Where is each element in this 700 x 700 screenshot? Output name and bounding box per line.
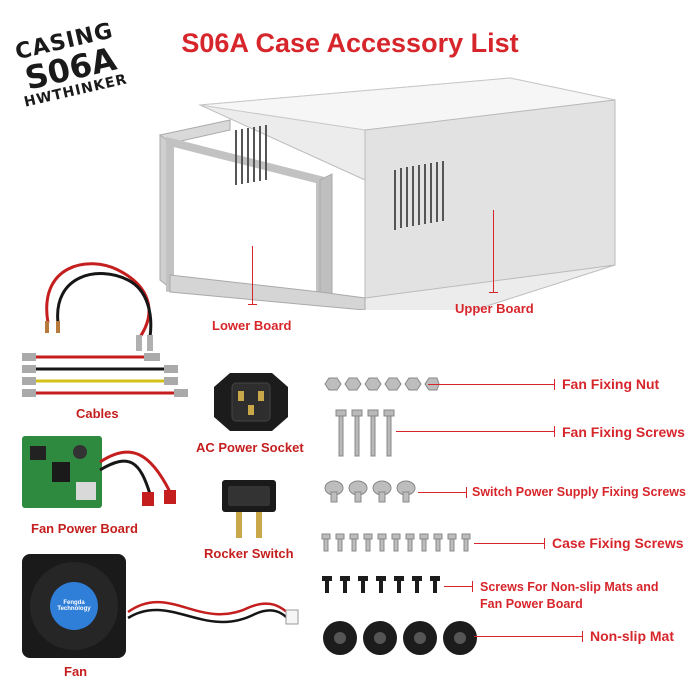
fan-fixing-screws-image [335,409,395,457]
lower-vents [235,125,267,185]
mat-screws-pointer [444,586,472,587]
fan-fixing-screws-pointer [396,431,554,432]
mat-screws-label-line1: Screws For Non-slip Mats and [480,580,659,594]
switch-psu-screws-label: Switch Power Supply Fixing Screws [472,485,686,499]
case-fixing-screws-image [321,533,471,552]
fan-fixing-nut-label: Fan Fixing Nut [562,376,660,392]
mat-screws-label-line2: Fan Power Board [480,597,583,611]
non-slip-mat-pointer-cap [582,631,583,642]
case-fixing-screws-label: Case Fixing Screws [552,535,684,551]
cover-vents [394,161,444,230]
case-fixing-screws-pointer [474,543,544,544]
case-fixing-screws-pointer-cap [544,538,545,549]
fan-fixing-screws-pointer-cap [554,426,555,437]
case-illustration [159,77,616,310]
mat-screws-image [322,576,440,593]
switch-psu-screws-image [324,480,416,503]
switch-psu-screws-pointer-cap [466,487,467,498]
non-slip-mat-image [323,621,477,655]
rocker-switch-image [222,480,276,538]
fan-image [22,554,299,658]
fan-fixing-nut-pointer [428,384,554,385]
fan-power-board-image [22,436,176,508]
fan-label: Fan [64,664,88,679]
upper-board-label: Upper Board [455,301,534,316]
non-slip-mat-label: Non-slip Mat [590,628,674,644]
switch-psu-screws-pointer [418,492,466,493]
fan-fixing-nut-image [324,377,440,391]
fan-fixing-screws-label: Fan Fixing Screws [562,424,685,440]
short-cables [22,353,188,397]
fan-power-board-label: Fan Power Board [31,521,138,536]
cables-label: Cables [76,406,119,421]
fan-fixing-nut-pointer-cap [554,379,555,390]
lower-board-label: Lower Board [212,318,292,333]
page-title: S06A Case Accessory List [181,28,519,58]
fan-sticker-text: Fengda Technology [57,600,91,612]
cables-image [22,262,188,397]
upper-board-pointer [493,210,494,292]
ac-socket-label: AC Power Socket [196,440,304,455]
upper-board-pointer-cap [489,292,498,293]
lower-board-pointer-cap [248,304,257,305]
lower-board-pointer [252,246,253,304]
non-slip-mat-pointer [474,636,582,637]
rocker-switch-label: Rocker Switch [204,546,294,561]
ac-socket-image [214,373,288,431]
mat-screws-pointer-cap [472,581,473,592]
